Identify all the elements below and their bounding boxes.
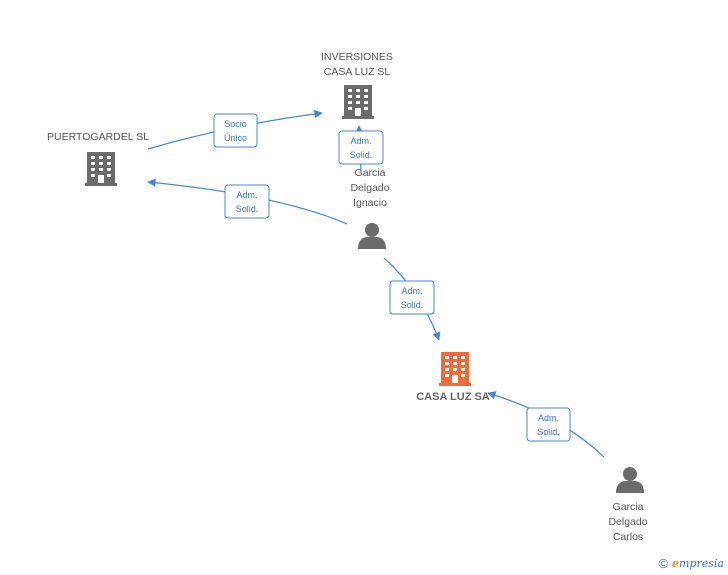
node-carlos-label-line1: Garcia <box>613 501 644 513</box>
brand-initial: e <box>672 557 680 570</box>
node-garcia-delgado-ignacio[interactable]: Garcia Delgado Ignacio <box>350 167 390 249</box>
edge-badge-adm-solid-casaluz[interactable]: Adm. Solid. <box>389 280 435 315</box>
edge-badge-adm-solid-inversiones[interactable]: Adm. Solid. <box>338 130 384 165</box>
footer-brand: © empresia <box>658 556 724 571</box>
node-carlos-label-line3: Carlos <box>613 531 643 543</box>
edge-badge-adm-solid-carlos[interactable]: Adm. Solid. <box>526 407 571 442</box>
edge-badge-adm-solid-puertogardel[interactable]: Adm. Solid. <box>224 184 270 219</box>
node-inversiones-casa-luz[interactable]: INVERSIONES CASA LUZ SL <box>321 51 393 119</box>
brand-rest: mpresia <box>679 557 724 570</box>
node-ignacio-label-line1: Garcia <box>355 167 386 179</box>
edge-badge-line2: Solid. <box>401 300 424 310</box>
copyright-icon: © <box>658 556 669 571</box>
node-inversiones-label-line1: INVERSIONES <box>321 51 393 63</box>
node-casaluz-label: CASA LUZ SA <box>416 391 490 403</box>
edge-badge-line1: Socio <box>224 119 247 129</box>
edge-badge-line1: Adm. <box>538 413 559 423</box>
node-casa-luz-sa[interactable]: CASA LUZ SA <box>416 352 490 403</box>
node-puertogardel-label: PUERTOGARDEL SL <box>47 131 149 143</box>
edge-badge-line1: Adm. <box>350 136 371 146</box>
building-icon <box>85 152 117 186</box>
person-icon <box>616 467 644 493</box>
node-ignacio-label-line3: Ignacio <box>353 197 387 209</box>
edge-badge-line2: Único <box>224 133 247 143</box>
edge-badge-line1: Adm. <box>401 286 422 296</box>
node-ignacio-label-line2: Delgado <box>350 182 389 194</box>
empresia-logo[interactable]: empresia <box>672 557 724 570</box>
building-icon <box>439 352 471 386</box>
edge-badge-line2: Solid. <box>236 204 259 214</box>
building-icon <box>342 85 374 119</box>
edge-badge-line2: Solid. <box>537 427 560 437</box>
node-carlos-label-line2: Delgado <box>608 516 647 528</box>
edge-badge-line1: Adm. <box>236 190 257 200</box>
node-puertogardel[interactable]: PUERTOGARDEL SL <box>47 131 149 186</box>
edge-badge-line2: Solid. <box>350 150 373 160</box>
node-garcia-delgado-carlos[interactable]: Garcia Delgado Carlos <box>608 467 648 543</box>
node-inversiones-label-line2: CASA LUZ SL <box>324 66 391 78</box>
person-icon <box>358 223 386 249</box>
edge-badge-socio-unico[interactable]: Socio Único <box>213 113 258 148</box>
